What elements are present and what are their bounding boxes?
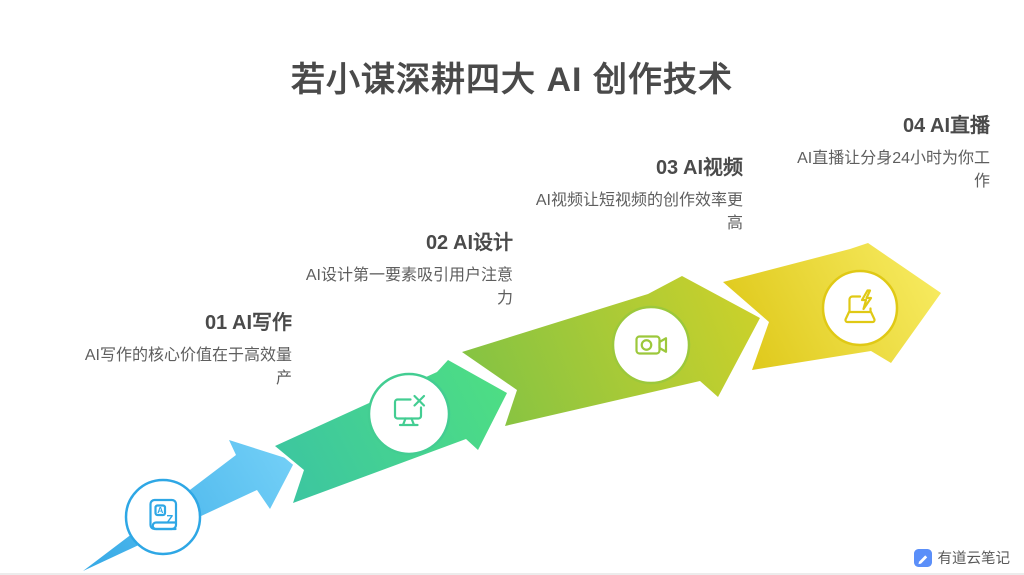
video-camera-icon xyxy=(635,335,668,355)
step-1-icon-circle xyxy=(124,478,202,556)
step-1-heading: 01 AI写作 xyxy=(204,312,292,334)
step-2-description: AI设计第一要素吸引用户注意力 xyxy=(305,267,513,308)
page-title: 若小谋深耕四大 AI 创作技术 xyxy=(291,61,733,99)
step-1-text-block: 01 AI写作 AI写作的核心价值在于高效量产 xyxy=(76,306,292,390)
step-1-description: AI写作的核心价值在于高效量产 xyxy=(84,347,292,388)
step-4-heading: 04 AI直播 xyxy=(902,115,990,137)
step-4-text-block: 04 AI直播 AI直播让分身24小时为你工作 xyxy=(786,109,990,193)
window-bottom-edge xyxy=(0,573,1024,575)
step-3-heading: 03 AI视频 xyxy=(655,157,743,179)
youdao-pencil-icon xyxy=(913,548,932,567)
design-monitor-icon xyxy=(393,394,426,427)
arrow-3-shape xyxy=(455,272,765,431)
dictionary-book-icon: A Z xyxy=(149,498,178,531)
svg-text:Z: Z xyxy=(166,515,173,527)
laptop-lightning-icon xyxy=(844,289,876,324)
step-2-text-block: 02 AI设计 AI设计第一要素吸引用户注意力 xyxy=(297,226,513,310)
watermark: 有道云笔记 xyxy=(913,547,1011,568)
step-2-icon-circle xyxy=(367,372,451,456)
svg-text:A: A xyxy=(157,505,163,515)
step-4-icon-circle xyxy=(821,269,899,347)
step-2-heading: 02 AI设计 xyxy=(425,232,513,254)
watermark-label: 有道云笔记 xyxy=(937,551,1011,567)
step-4-description: AI直播让分身24小时为你工作 xyxy=(797,150,990,191)
step-3-description: AI视频让短视频的创作效率更高 xyxy=(535,192,743,233)
step-3-text-block: 03 AI视频 AI视频让短视频的创作效率更高 xyxy=(527,151,743,235)
